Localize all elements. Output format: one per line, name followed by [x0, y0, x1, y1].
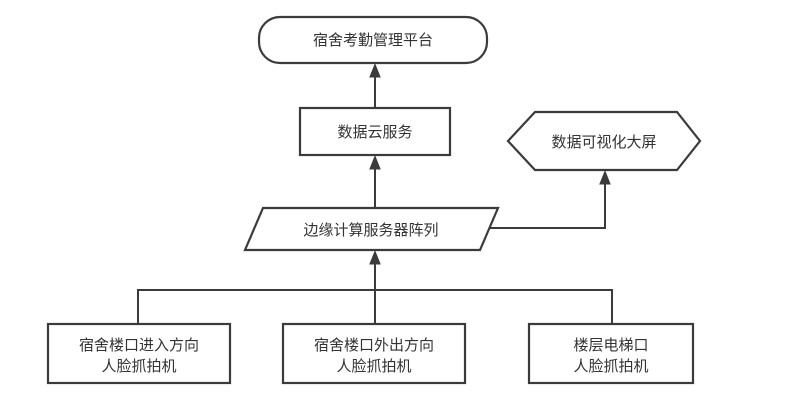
node-camera-exit: 宿舍楼口外出方向 人脸抓拍机 [281, 322, 467, 385]
dashboard-shape [506, 110, 702, 172]
camera-exit-shape [281, 322, 467, 385]
camera-entry-label-line2: 人脸抓拍机 [101, 358, 176, 375]
arrowhead-edge-servers-to-dashboard [599, 170, 611, 185]
arrowhead-cloud-to-platform [369, 63, 381, 78]
connector-camera-bus [137, 289, 613, 324]
camera-elevator-label-line2: 人脸抓拍机 [573, 358, 648, 375]
camera-elevator-shape [527, 322, 695, 385]
arrowhead-edge-servers-to-cloud [369, 155, 381, 170]
camera-entry-shape [46, 322, 232, 385]
cloud-service-label: 数据云服务 [337, 124, 412, 141]
edge-servers-shape [243, 206, 500, 252]
platform-label: 宿舍考勤管理平台 [313, 32, 433, 49]
connectors [137, 63, 613, 324]
edge-servers-label: 边缘计算服务器阵列 [303, 221, 438, 239]
dashboard-label: 数据可视化大屏 [551, 134, 656, 151]
platform-shape [257, 15, 489, 65]
node-camera-entry: 宿舍楼口进入方向 人脸抓拍机 [46, 322, 232, 385]
connector-edge-servers-to-dashboard [489, 181, 606, 229]
node-platform: 宿舍考勤管理平台 [257, 15, 489, 65]
camera-entry-label-line1: 宿舍楼口进入方向 [79, 337, 199, 354]
arrowhead-bus-to-edge-servers [369, 250, 381, 265]
node-camera-elevator: 楼层电梯口 人脸抓拍机 [527, 322, 695, 385]
node-dashboard: 数据可视化大屏 [506, 110, 702, 172]
camera-elevator-label-line1: 楼层电梯口 [573, 337, 648, 354]
camera-exit-label-line1: 宿舍楼口外出方向 [314, 337, 434, 354]
node-edge-servers: 边缘计算服务器阵列 [243, 206, 500, 252]
cloud-service-shape [298, 106, 452, 157]
camera-exit-label-line2: 人脸抓拍机 [336, 358, 411, 375]
node-cloud-service: 数据云服务 [298, 106, 452, 157]
